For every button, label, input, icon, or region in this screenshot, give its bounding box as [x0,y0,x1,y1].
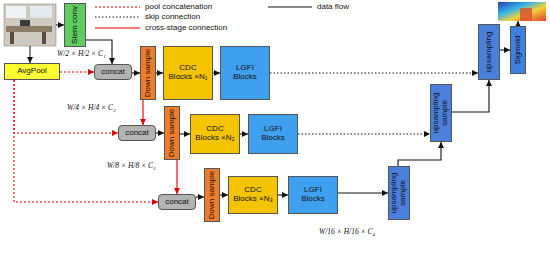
downsample-box: Down sample [204,168,220,222]
box-label: Sigmoid [514,27,523,73]
stem-conv-box: Stem conv [64,3,86,47]
cross-stage-arrow [14,80,158,202]
box-label: CDC Blocks ×N₃ [232,186,274,204]
legend-line [95,16,140,17]
upsampling-box: upsampling [478,24,500,80]
legend-text: skip connection [145,13,200,22]
upsampling-box: upsampling sample [388,166,410,220]
dimension-label: W/8 × H/8 × C₃ [106,162,157,170]
concat-box: concat [158,194,196,210]
box-label: Down sample [168,107,177,159]
depth-map [498,2,546,21]
photo-screen [20,20,30,26]
data-flow-arrow [156,72,163,73]
photo-leg [10,32,14,44]
cross-stage-arrow [60,71,94,72]
cdc-block: CDC Blocks ×N₁ [163,46,213,100]
data-flow-arrow [338,192,388,193]
data-flow-arrow [132,72,140,73]
lgfi-block: LGFI Blocks [248,114,298,154]
photo-leg [42,32,46,44]
cross-stage-arrow [142,100,143,125]
box-label: LGFI Blocks [252,125,294,143]
data-flow-arrow [220,194,228,195]
photo-frame [4,4,56,46]
avgpool-box: AvgPool [4,63,60,80]
box-label: LGFI Blocks [224,64,266,82]
lgfi-block: LGFI Blocks [220,46,270,100]
data-flow-arrow [196,196,204,197]
concat-box: concat [118,125,156,141]
downsample-box: Down sample [140,46,156,100]
photo-window [30,6,52,18]
data-flow-arrow [270,72,478,73]
data-flow-arrow [278,194,288,195]
lgfi-block: LGFI Blocks [288,176,338,214]
data-flow-arrow [298,133,430,134]
box-label: AvgPool [17,67,47,76]
legend-text: data flow [317,3,349,12]
box-label: upsampling sample [432,85,450,141]
cross-stage-arrow [176,160,177,194]
data-flow-arrow [500,49,510,50]
sigmoid-box: Sigmoid [510,26,526,74]
data-flow-arrow [213,72,220,73]
concat-box: concat [94,64,132,80]
legend-text: cross-stage connection [145,24,227,33]
box-label: Down sample [144,47,153,99]
input-arrow [56,25,64,26]
data-flow-arrow [398,142,441,166]
cross-stage-arrow [14,80,118,133]
box-label: Stem conv [71,4,80,46]
dimension-label: W/2 × H/2 × C₁ [56,50,107,58]
legend-line [95,6,140,7]
dimension-label: W/16 × H/16 × C₄ [318,228,376,236]
input-arrow [30,46,31,63]
output-depth-map [498,2,546,21]
dimension-label: W/4 × H/4 × C₂ [66,104,117,112]
cdc-block: CDC Blocks ×N₃ [228,176,278,214]
upsampling-box: upsampling sample [430,84,452,142]
legend-line [268,6,312,7]
legend-text: pool concatenation [145,3,212,12]
cdc-block: CDC Blocks ×N₂ [190,114,240,154]
box-label: concat [165,198,189,207]
downsample-box: Down sample [164,106,180,160]
photo-window [6,6,26,18]
box-label: upsampling sample [390,167,408,219]
photo-desk [6,26,52,32]
data-flow-arrow [452,80,489,112]
box-label: Down sample [208,169,217,221]
box-label: upsampling [485,25,494,79]
box-label: concat [125,129,149,138]
data-flow-arrow [156,132,164,133]
box-label: LGFI Blocks [292,186,334,204]
box-label: CDC Blocks ×N₂ [194,125,236,143]
data-flow-arrow [180,133,190,134]
legend-line [95,27,140,28]
depth-map-patch [520,8,532,21]
input-photo [4,4,56,46]
box-label: CDC Blocks ×N₁ [167,64,209,82]
data-flow-arrow [240,133,248,134]
box-label: concat [101,68,125,77]
